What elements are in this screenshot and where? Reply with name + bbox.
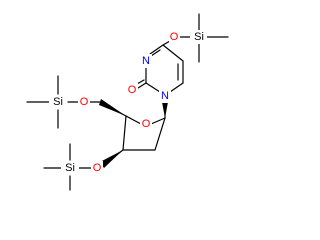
bond-c4-o-top bbox=[162, 40, 171, 46]
atom-o3: O bbox=[93, 162, 102, 174]
bond-c4-n3-double bbox=[150, 49, 161, 57]
label-bg-o-top bbox=[169, 30, 180, 44]
atom-o-top: O bbox=[170, 31, 179, 43]
label-bg-o-ring bbox=[140, 117, 152, 131]
label-bg-o2 bbox=[126, 83, 138, 97]
wedge-c4prime-c5prime bbox=[99, 99, 126, 116]
atom-si-bottom: Si bbox=[65, 162, 75, 174]
bond-c3prime-c4prime bbox=[122, 115, 127, 151]
atom-labels: O Si N O N O O Si O Si bbox=[49, 30, 207, 175]
bond-c2-o2 bbox=[137, 82, 147, 89]
label-bg-si-bottom bbox=[61, 161, 79, 175]
atom-o5: O bbox=[80, 96, 89, 108]
bond-c2-n1 bbox=[145, 82, 161, 93]
wedge-c1prime-n1 bbox=[162, 102, 168, 118]
label-bg-n1 bbox=[159, 89, 171, 103]
atom-n1: N bbox=[161, 90, 169, 102]
label-bg-si-left bbox=[49, 95, 67, 109]
atom-n3: N bbox=[142, 55, 150, 67]
label-bg-o3 bbox=[91, 161, 103, 175]
atom-si-top: Si bbox=[194, 31, 204, 43]
atom-si-left: Si bbox=[53, 96, 63, 108]
molecule-structure: O Si N O N O O Si O Si bbox=[26, 13, 229, 191]
label-bg-n3 bbox=[140, 54, 152, 68]
wedges bbox=[99, 99, 168, 168]
wedge-c3prime-o3 bbox=[100, 150, 123, 168]
atom-o2: O bbox=[128, 84, 137, 96]
bond-c5-c4 bbox=[162, 44, 184, 62]
bond-o-ring-c4prime bbox=[125, 115, 142, 125]
label-bg-si-top bbox=[190, 30, 207, 44]
bond-c4-n3 bbox=[149, 44, 164, 55]
label-bg-o5 bbox=[78, 95, 90, 109]
bond-c2-o2-double bbox=[136, 79, 145, 85]
bond-n1-c6 bbox=[169, 82, 184, 93]
atom-o-ring: O bbox=[142, 118, 151, 130]
bond-c1prime-o-ring bbox=[150, 117, 166, 125]
bond-c1prime-c2prime bbox=[154, 117, 166, 151]
